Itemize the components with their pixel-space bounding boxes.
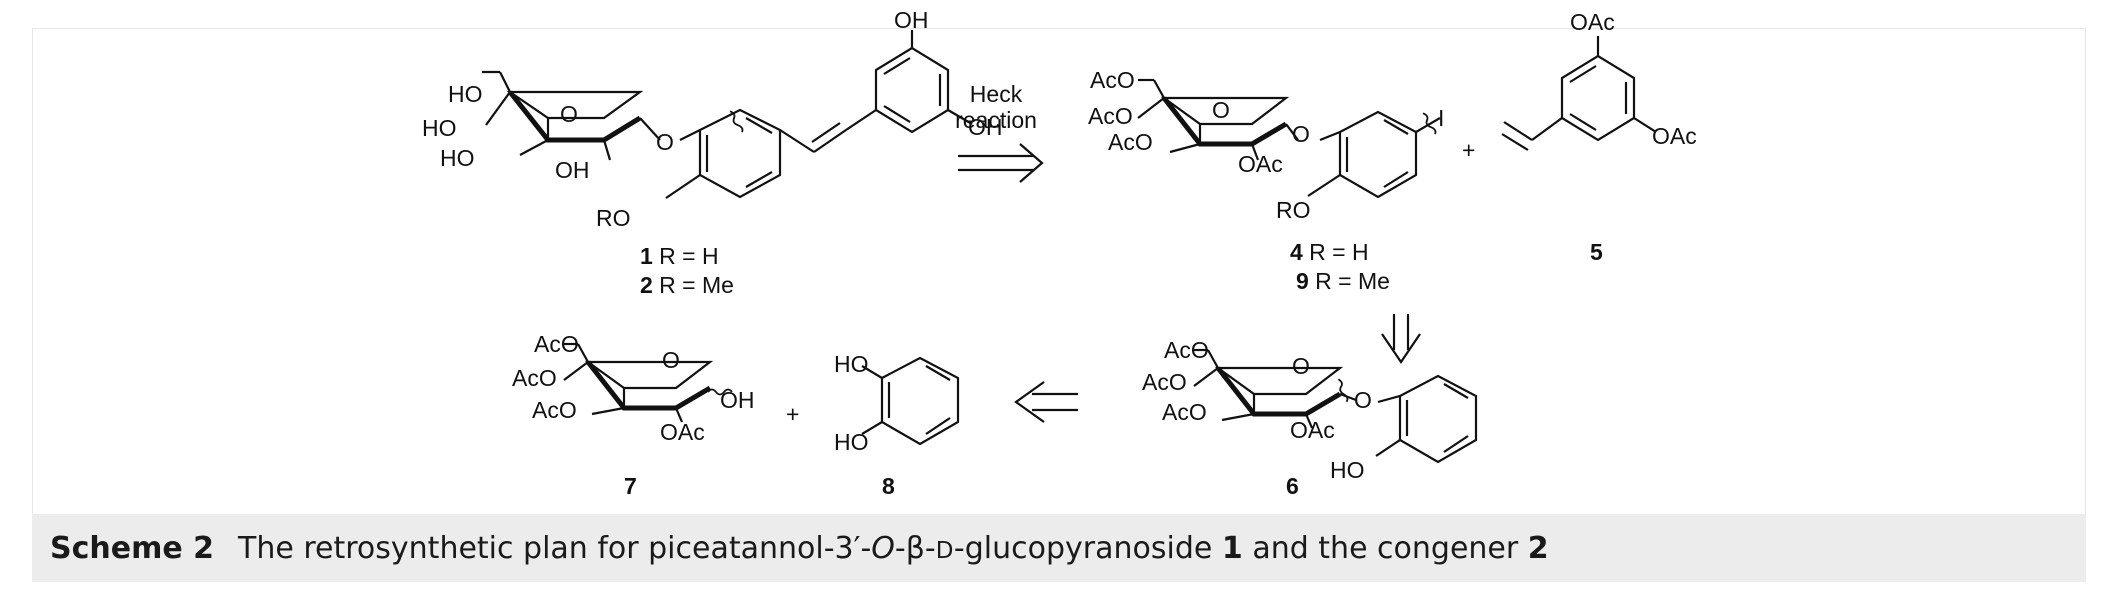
compound-label-5: 5 [1590,239,1603,265]
compound-8-structure [861,356,960,446]
compound-label-4: 4 R = H [1290,239,1369,265]
compound-label-7: 7 [624,473,637,499]
compound-label-1: 1 R = H [640,243,719,269]
compound-label-9: 9 R = Me [1296,268,1390,294]
compound-4-structure [1137,78,1441,199]
ro-label: RO [596,205,631,231]
compound-label-6: 6 [1286,473,1299,499]
ho-label: HO [834,429,869,455]
left-retro-arrow [1014,381,1078,423]
ring-o-label: O [662,347,680,373]
aco-label: AcO [1162,399,1207,425]
compound-label-2: 2 R = Me [640,272,734,298]
figure-caption: Scheme 2 The retrosynthetic plan for pic… [32,514,2086,582]
plus-sign: + [786,401,799,427]
reaction-label: reaction [955,107,1037,133]
aco-label: AcO [512,365,557,391]
ring-o-label: O [560,101,578,127]
glycosidic-o-label: O [1354,387,1372,413]
aco-label: AcO [534,331,579,357]
compound-5-structure [1501,36,1657,151]
oac-label: OAc [660,419,705,445]
oh-label: OH [894,7,929,33]
scheme-frame [32,28,2086,582]
compound-4-atom-labels: AcO AcO AcO OAc O O RO I [1088,67,1444,223]
heck-retro-arrow [958,143,1044,183]
oac-label: OAc [1652,123,1697,149]
aco-label: AcO [1090,67,1135,93]
aco-label: AcO [1142,369,1187,395]
compound-1-structure [482,30,973,199]
glycosidic-o-label: O [656,129,674,155]
oh-label: OH [555,157,590,183]
compound-1-atom-labels: HO HO HO OH O O RO OH OH [422,7,1003,231]
ro-label: RO [1276,197,1311,223]
compound-5-atom-labels: OAc OAc [1570,9,1697,149]
ho-label: HO [834,351,869,377]
heck-label: Heck [970,81,1023,107]
aco-label: AcO [532,397,577,423]
ho-label: HO [440,145,475,171]
compound-7-atom-labels: AcO AcO AcO OAc O OH [512,331,755,445]
compound-6-structure [1192,348,1478,464]
compound-7-structure [562,342,733,423]
caption-label: Scheme 2 [50,530,215,566]
ho-label: HO [422,115,457,141]
oac-label: OAc [1290,417,1335,443]
down-retro-arrow [1381,314,1421,364]
aco-label: AcO [1108,129,1153,155]
ring-o-label: O [1292,353,1310,379]
oac-label: OAc [1238,151,1283,177]
oh-label: OH [968,114,1003,140]
iodo-label: I [1438,105,1444,131]
glycosidic-o-label: O [1292,121,1310,147]
plus-sign: + [1462,137,1475,163]
ho-label: HO [448,81,483,107]
aco-label: AcO [1088,103,1133,129]
compound-6-atom-labels: AcO AcO AcO OAc O O HO [1142,337,1372,483]
anomeric-oh-label: OH [720,387,755,413]
oac-label: OAc [1570,9,1615,35]
caption-text: The retrosynthetic plan for piceatannol-… [238,530,1549,566]
aco-label: AcO [1164,337,1209,363]
compound-label-8: 8 [882,473,895,499]
ring-o-label: O [1212,97,1230,123]
compound-8-atom-labels: HO HO [834,351,869,455]
ho-label: HO [1330,457,1365,483]
